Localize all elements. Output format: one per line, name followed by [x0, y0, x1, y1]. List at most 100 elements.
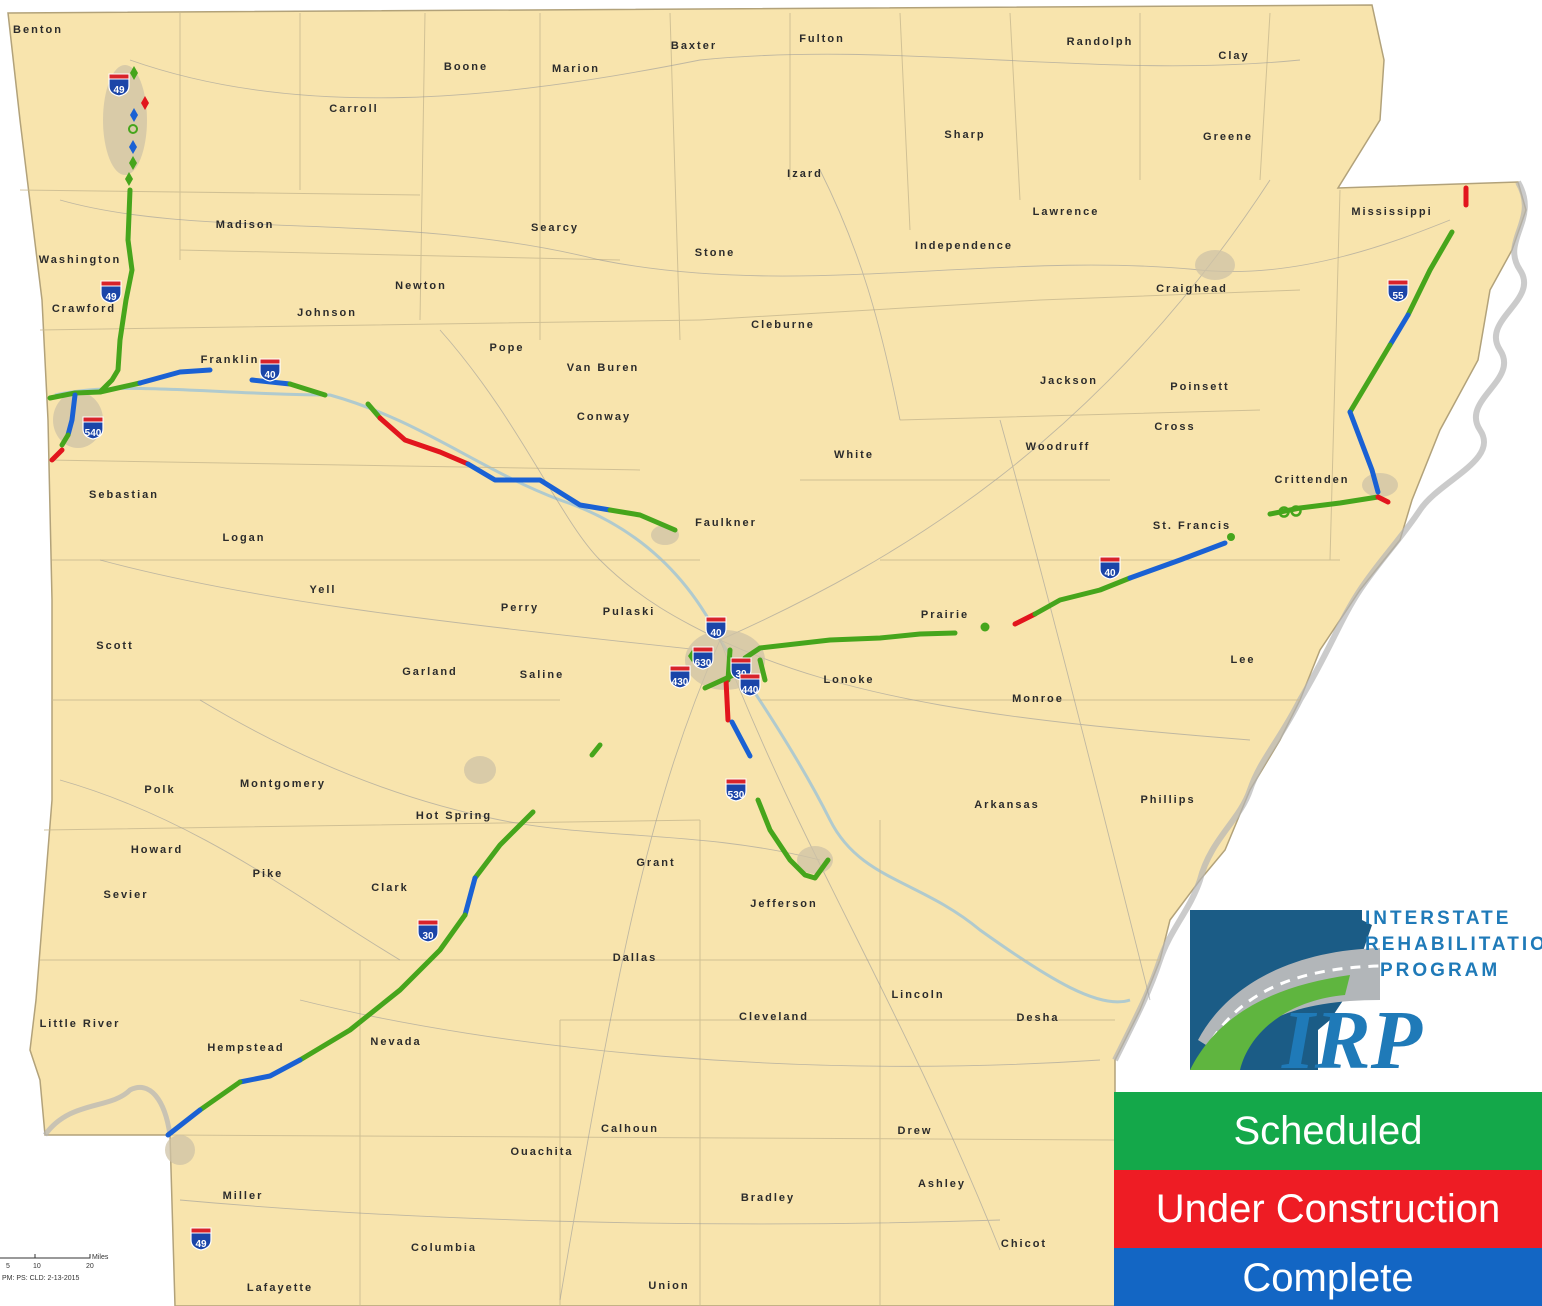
logo-line-2: REHABILITATION	[1365, 934, 1542, 955]
interstate-shield-icon: 40	[259, 358, 281, 382]
i40-prairie-construction-segment	[1012, 611, 1038, 627]
marker-construction	[141, 96, 149, 110]
county-label-lee: Lee	[1231, 654, 1256, 666]
logo-road-white	[1210, 964, 1381, 1041]
marker-scheduled-ring	[1278, 506, 1290, 518]
county-label-baxter: Baxter	[671, 40, 717, 52]
scale-tick-10: 10	[33, 1263, 41, 1270]
marker-scheduled-dot	[1227, 533, 1235, 541]
i30-clark-complete-segment	[462, 875, 478, 918]
county-label-arkansas: Arkansas	[974, 799, 1040, 811]
interstate-shield-icon: 55	[1387, 279, 1409, 303]
county-label-st-francis: St. Francis	[1153, 520, 1231, 532]
legend-scheduled-label: Scheduled	[1233, 1108, 1423, 1153]
legend-scheduled: Scheduled	[1114, 1092, 1542, 1170]
county-label-calhoun: Calhoun	[601, 1123, 659, 1135]
i55-scheduled-segment	[1405, 229, 1455, 318]
shield-label: 40	[710, 628, 722, 639]
county-label-white: White	[834, 449, 874, 461]
logo-acronym: IRP	[1281, 994, 1423, 1087]
marker-complete	[129, 140, 137, 154]
county-label-phillips: Phillips	[1140, 794, 1195, 806]
county-label-prairie: Prairie	[921, 609, 969, 621]
marker-scheduled-ring	[1290, 505, 1302, 517]
county-label-monroe: Monroe	[1012, 693, 1064, 705]
county-label-clay: Clay	[1218, 50, 1249, 62]
i30-hempstead-complete-segment	[237, 1057, 303, 1085]
county-label-logan: Logan	[223, 532, 266, 544]
county-label-garland: Garland	[402, 666, 458, 678]
county-label-lafayette: Lafayette	[247, 1282, 313, 1294]
county-label-poinsett: Poinsett	[1170, 381, 1229, 393]
county-label-faulkner: Faulkner	[695, 517, 757, 529]
county-label-nevada: Nevada	[370, 1036, 421, 1048]
shield-label: 55	[1392, 291, 1404, 302]
county-label-craighead: Craighead	[1156, 283, 1228, 295]
county-label-lincoln: Lincoln	[891, 989, 944, 1001]
county-label-union: Union	[648, 1280, 689, 1292]
interstate-shield-icon: 540	[82, 416, 104, 440]
marker-scheduled	[129, 156, 137, 170]
county-label-desha: Desha	[1016, 1012, 1059, 1024]
interstate-shields: 494940540406304303044053040553049	[82, 73, 1409, 1251]
county-label-jefferson: Jefferson	[750, 898, 818, 910]
i40-lonoke-scheduled-segment	[742, 630, 958, 661]
county-label-sharp: Sharp	[944, 129, 985, 141]
marker-complete	[130, 108, 138, 122]
i40-faulkner-scheduled-segment	[607, 507, 678, 533]
legend-complete-label: Complete	[1242, 1256, 1414, 1300]
i30-texarkana-complete-segment	[165, 1107, 203, 1138]
scale-bar: 5 10 20 Miles PM: PS: CLD: 2-13-2015	[0, 1254, 109, 1282]
i40-franklin-scheduled-segment	[97, 380, 143, 395]
county-label-searcy: Searcy	[531, 222, 579, 234]
county-label-grant: Grant	[636, 857, 675, 869]
shield-label: 630	[695, 658, 712, 669]
legend-under-construction-label: Under Construction	[1155, 1186, 1501, 1231]
i30-miller-scheduled-segment	[197, 1079, 243, 1113]
irp-logo: INTERSTATE REHABILITATION PROGRAM IRP	[1190, 908, 1542, 1087]
county-label-perry: Perry	[501, 602, 539, 614]
county-label-chicot: Chicot	[1001, 1238, 1047, 1250]
county-label-yell: Yell	[310, 584, 337, 596]
county-label-little-river: Little River	[40, 1018, 121, 1030]
county-label-cleburne: Cleburne	[751, 319, 815, 331]
shield-label: 40	[1104, 568, 1116, 579]
county-label-lawrence: Lawrence	[1033, 206, 1100, 218]
county-label-woodruff: Woodruff	[1026, 441, 1091, 453]
county-label-benton: Benton	[13, 24, 63, 36]
county-label-drew: Drew	[898, 1125, 933, 1137]
county-label-hempstead: Hempstead	[207, 1042, 284, 1054]
legend-complete: Complete	[1114, 1248, 1542, 1306]
scale-tick-20: 20	[86, 1263, 94, 1270]
county-label-pulaski: Pulaski	[603, 606, 656, 618]
county-label-pope: Pope	[490, 342, 525, 354]
i40-franklin2-complete-segment	[249, 377, 293, 387]
legend-under-construction: Under Construction	[1114, 1170, 1542, 1248]
shield-label: 440	[742, 685, 759, 696]
county-label-franklin: Franklin	[201, 354, 260, 366]
logo-road-green	[1190, 975, 1350, 1070]
shield-label: 49	[195, 1239, 207, 1250]
interstate-shield-icon: 49	[100, 280, 122, 304]
i40-pope-scheduled-segment	[365, 401, 383, 421]
county-label-greene: Greene	[1203, 131, 1253, 143]
shield-label: 430	[672, 677, 689, 688]
county-label-izard: Izard	[787, 168, 823, 180]
county-label-randolph: Randolph	[1067, 36, 1134, 48]
county-label-independence: Independence	[915, 240, 1013, 252]
county-label-sevier: Sevier	[103, 889, 148, 901]
i40-johnson-scheduled-segment	[287, 381, 328, 398]
i540-scheduled-segment	[59, 432, 71, 448]
county-label-clark: Clark	[371, 882, 409, 894]
county-label-marion: Marion	[552, 63, 600, 75]
interstate-shield-icon: 440	[739, 673, 761, 697]
i40-memphis-construction-segment	[1375, 494, 1391, 505]
i40-stfrancis-complete-segment	[1127, 540, 1228, 581]
scale-unit: Miles	[92, 1254, 109, 1261]
county-label-boone: Boone	[444, 61, 488, 73]
shield-label: 49	[105, 292, 117, 303]
interstate-shield-icon: 40	[705, 616, 727, 640]
interstate-shield-icon: 49	[190, 1227, 212, 1251]
